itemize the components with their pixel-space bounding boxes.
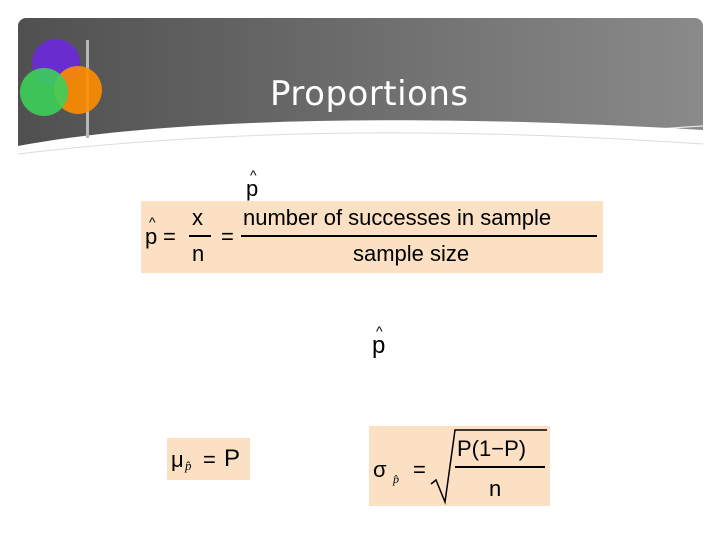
p-hat-subscript: p̂ xyxy=(393,472,399,486)
equals-sign: = xyxy=(163,224,176,249)
sigma-symbol: σ xyxy=(373,457,387,482)
standard-deviation-formula: σ p̂ = P(1−P) n xyxy=(369,426,550,506)
slide-title: Proportions xyxy=(270,74,469,114)
equals-sign: = xyxy=(203,447,216,472)
p-letter: p xyxy=(246,176,259,201)
title-swoosh xyxy=(18,120,703,168)
overlapping-circles-logo xyxy=(20,39,102,138)
p-hat-lhs: p xyxy=(145,224,158,249)
numerator-x: x xyxy=(192,205,203,230)
mean-formula: μ p̂ = P xyxy=(167,438,250,480)
numerator-text: number of successes in sample xyxy=(243,205,552,230)
denominator-text: sample size xyxy=(353,241,470,266)
equals-sign: = xyxy=(413,457,426,482)
p-hat-symbol-middle: ^ p xyxy=(372,323,392,360)
denominator-n: n xyxy=(192,241,205,266)
fraction-bar xyxy=(455,466,545,468)
p-hat-symbol-top: ^ p xyxy=(246,167,266,201)
rhs-p: P xyxy=(224,445,241,472)
square-root-sign xyxy=(430,429,547,505)
sd-numerator: P(1−P) xyxy=(457,436,527,461)
sd-denominator: n xyxy=(489,476,502,501)
hat-mark: ^ xyxy=(250,167,257,183)
fraction-bar xyxy=(189,235,211,237)
proportion-formula: ^ p = x n = number of successes in sampl… xyxy=(141,201,603,273)
p-hat-subscript: p̂ xyxy=(185,458,192,473)
mu-symbol: μ xyxy=(171,447,184,472)
p-letter: p xyxy=(372,332,386,359)
hat-mark: ^ xyxy=(376,323,383,339)
title-band: Proportions xyxy=(18,18,703,168)
equals-sign: = xyxy=(221,224,234,249)
fraction-bar xyxy=(241,235,597,237)
hat-mark: ^ xyxy=(149,214,156,230)
